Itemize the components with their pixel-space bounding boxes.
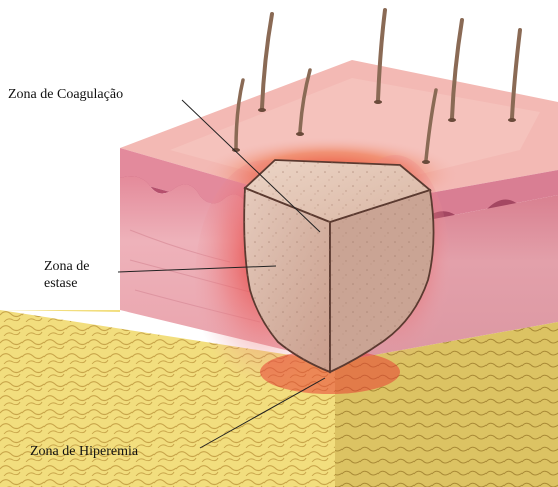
fat-front-left-edge — [0, 310, 120, 312]
label-zona-estase-line1: Zona de — [44, 259, 89, 274]
label-zona-estase-line2: estase — [44, 276, 77, 291]
label-zona-hiperemia: Zona de Hiperemia — [30, 444, 139, 459]
label-zona-coagulacao: Zona de Coagulação — [8, 87, 123, 102]
